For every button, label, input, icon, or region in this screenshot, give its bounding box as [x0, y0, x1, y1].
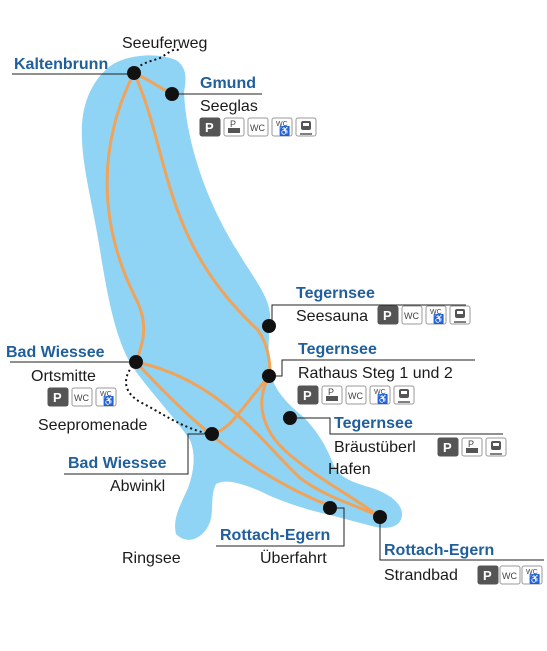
- svg-text:WC: WC: [374, 389, 386, 396]
- svg-text:WC: WC: [100, 391, 112, 398]
- amenities-seesauna: P WC WC♿: [377, 305, 471, 325]
- stop-kaltenbrunn[interactable]: [127, 66, 141, 80]
- town-label-gmund: Gmund: [200, 75, 256, 92]
- stop-rottach-strandbad[interactable]: [373, 510, 387, 524]
- bus-parking-icon: P: [461, 437, 483, 457]
- place-label-abwinkl: Abwinkl: [110, 478, 165, 495]
- amenities-ortsmitte: P WC WC♿: [47, 387, 117, 407]
- svg-text:P: P: [303, 388, 312, 403]
- accessible-wc-icon: WC♿: [425, 305, 447, 325]
- town-label-tegernsee-3: Tegernsee: [334, 415, 413, 432]
- svg-text:WC: WC: [430, 309, 442, 316]
- train-icon: [485, 437, 507, 457]
- place-label-strandbad: Strandbad: [384, 567, 458, 584]
- seepromenade-label: Seepromenade: [38, 417, 148, 434]
- accessible-wc-icon: WC♿: [271, 117, 293, 137]
- bus-parking-icon: P: [321, 385, 343, 405]
- town-label-tegernsee-2: Tegernsee: [298, 341, 377, 358]
- town-label-tegernsee-1: Tegernsee: [296, 285, 375, 302]
- town-label-rottach-2: Rottach-Egern: [384, 542, 494, 559]
- ringsee-label: Ringsee: [122, 550, 181, 567]
- amenities-rathaus: P P WC WC♿: [297, 385, 415, 405]
- route-west: [105, 71, 146, 364]
- seeuferweg-path: [133, 48, 181, 74]
- wc-icon: WC: [401, 305, 423, 325]
- stop-tegernsee-braeustueberl[interactable]: [283, 411, 297, 425]
- svg-text:P: P: [53, 390, 62, 405]
- svg-text:WC: WC: [276, 121, 288, 128]
- hafen-label: Hafen: [328, 461, 371, 478]
- wc-icon: WC: [345, 385, 367, 405]
- amenities-gmund: P P WC WC♿: [199, 117, 317, 137]
- stop-tegernsee-rathaus[interactable]: [262, 369, 276, 383]
- place-label-rathaus: Rathaus Steg 1 und 2: [298, 365, 453, 382]
- svg-text:P: P: [468, 439, 474, 449]
- leader-lines: [10, 73, 544, 561]
- stop-tegernsee-seesauna[interactable]: [262, 319, 276, 333]
- place-label-braeustueberl: Bräustüberl: [334, 439, 416, 456]
- place-label-seesauna: Seesauna: [296, 308, 368, 325]
- amenities-braeustueberl: P P: [437, 437, 507, 457]
- parking-icon: P: [437, 437, 459, 457]
- route-rathaus-south: [260, 373, 382, 519]
- stop-bad-wiessee-ortsmitte[interactable]: [129, 355, 143, 369]
- accessible-wc-icon: WC♿: [521, 565, 543, 585]
- svg-text:WC: WC: [348, 391, 363, 401]
- amenities-strandbad: P WC WC♿: [477, 565, 543, 585]
- svg-text:WC: WC: [404, 311, 419, 321]
- parking-icon: P: [47, 387, 69, 407]
- lake-shape: [81, 55, 402, 540]
- wc-icon: WC: [71, 387, 93, 407]
- svg-text:♿: ♿: [377, 393, 388, 404]
- stop-bad-wiessee-abwinkl[interactable]: [205, 427, 219, 441]
- parking-icon: P: [199, 117, 221, 137]
- walking-paths: [125, 48, 213, 435]
- town-label-rottach-1: Rottach-Egern: [220, 527, 330, 544]
- place-label-ortsmitte: Ortsmitte: [31, 368, 96, 385]
- svg-text:WC: WC: [74, 393, 89, 403]
- stop-markers: [127, 66, 387, 524]
- parking-icon: P: [297, 385, 319, 405]
- place-label-ueberfahrt: Überfahrt: [260, 549, 327, 567]
- stop-rottach-ueberfahrt[interactable]: [323, 501, 337, 515]
- parking-icon: P: [377, 305, 399, 325]
- svg-text:P: P: [205, 120, 214, 135]
- accessible-wc-icon: WC♿: [95, 387, 117, 407]
- svg-text:WC: WC: [526, 569, 538, 576]
- svg-text:♿: ♿: [103, 395, 114, 406]
- svg-text:♿: ♿: [529, 573, 540, 584]
- svg-text:P: P: [328, 387, 334, 397]
- parking-icon: P: [477, 565, 499, 585]
- train-icon: [393, 385, 415, 405]
- svg-text:P: P: [383, 308, 392, 323]
- stop-gmund[interactable]: [165, 87, 179, 101]
- train-icon: [295, 117, 317, 137]
- svg-text:WC: WC: [250, 123, 265, 133]
- town-label-kaltenbrunn: Kaltenbrunn: [14, 56, 108, 73]
- town-label-bad-wiessee-2: Bad Wiessee: [68, 455, 167, 472]
- bus-parking-icon: P: [223, 117, 245, 137]
- svg-text:♿: ♿: [279, 125, 290, 136]
- svg-text:P: P: [443, 440, 452, 455]
- seepromenade-path: [125, 361, 213, 435]
- wc-icon: WC: [247, 117, 269, 137]
- accessible-wc-icon: WC♿: [369, 385, 391, 405]
- svg-text:♿: ♿: [433, 313, 444, 324]
- town-label-bad-wiessee-1: Bad Wiessee: [6, 344, 105, 361]
- wc-icon: WC: [499, 565, 521, 585]
- svg-text:P: P: [483, 568, 492, 583]
- svg-text:P: P: [230, 119, 236, 129]
- train-icon: [449, 305, 471, 325]
- seeuferweg-label: Seeuferweg: [122, 35, 207, 52]
- svg-text:WC: WC: [502, 571, 517, 581]
- place-label-seeglas: Seeglas: [200, 98, 258, 115]
- route-wiessee-rottach: [134, 360, 382, 519]
- route-east: [132, 71, 272, 377]
